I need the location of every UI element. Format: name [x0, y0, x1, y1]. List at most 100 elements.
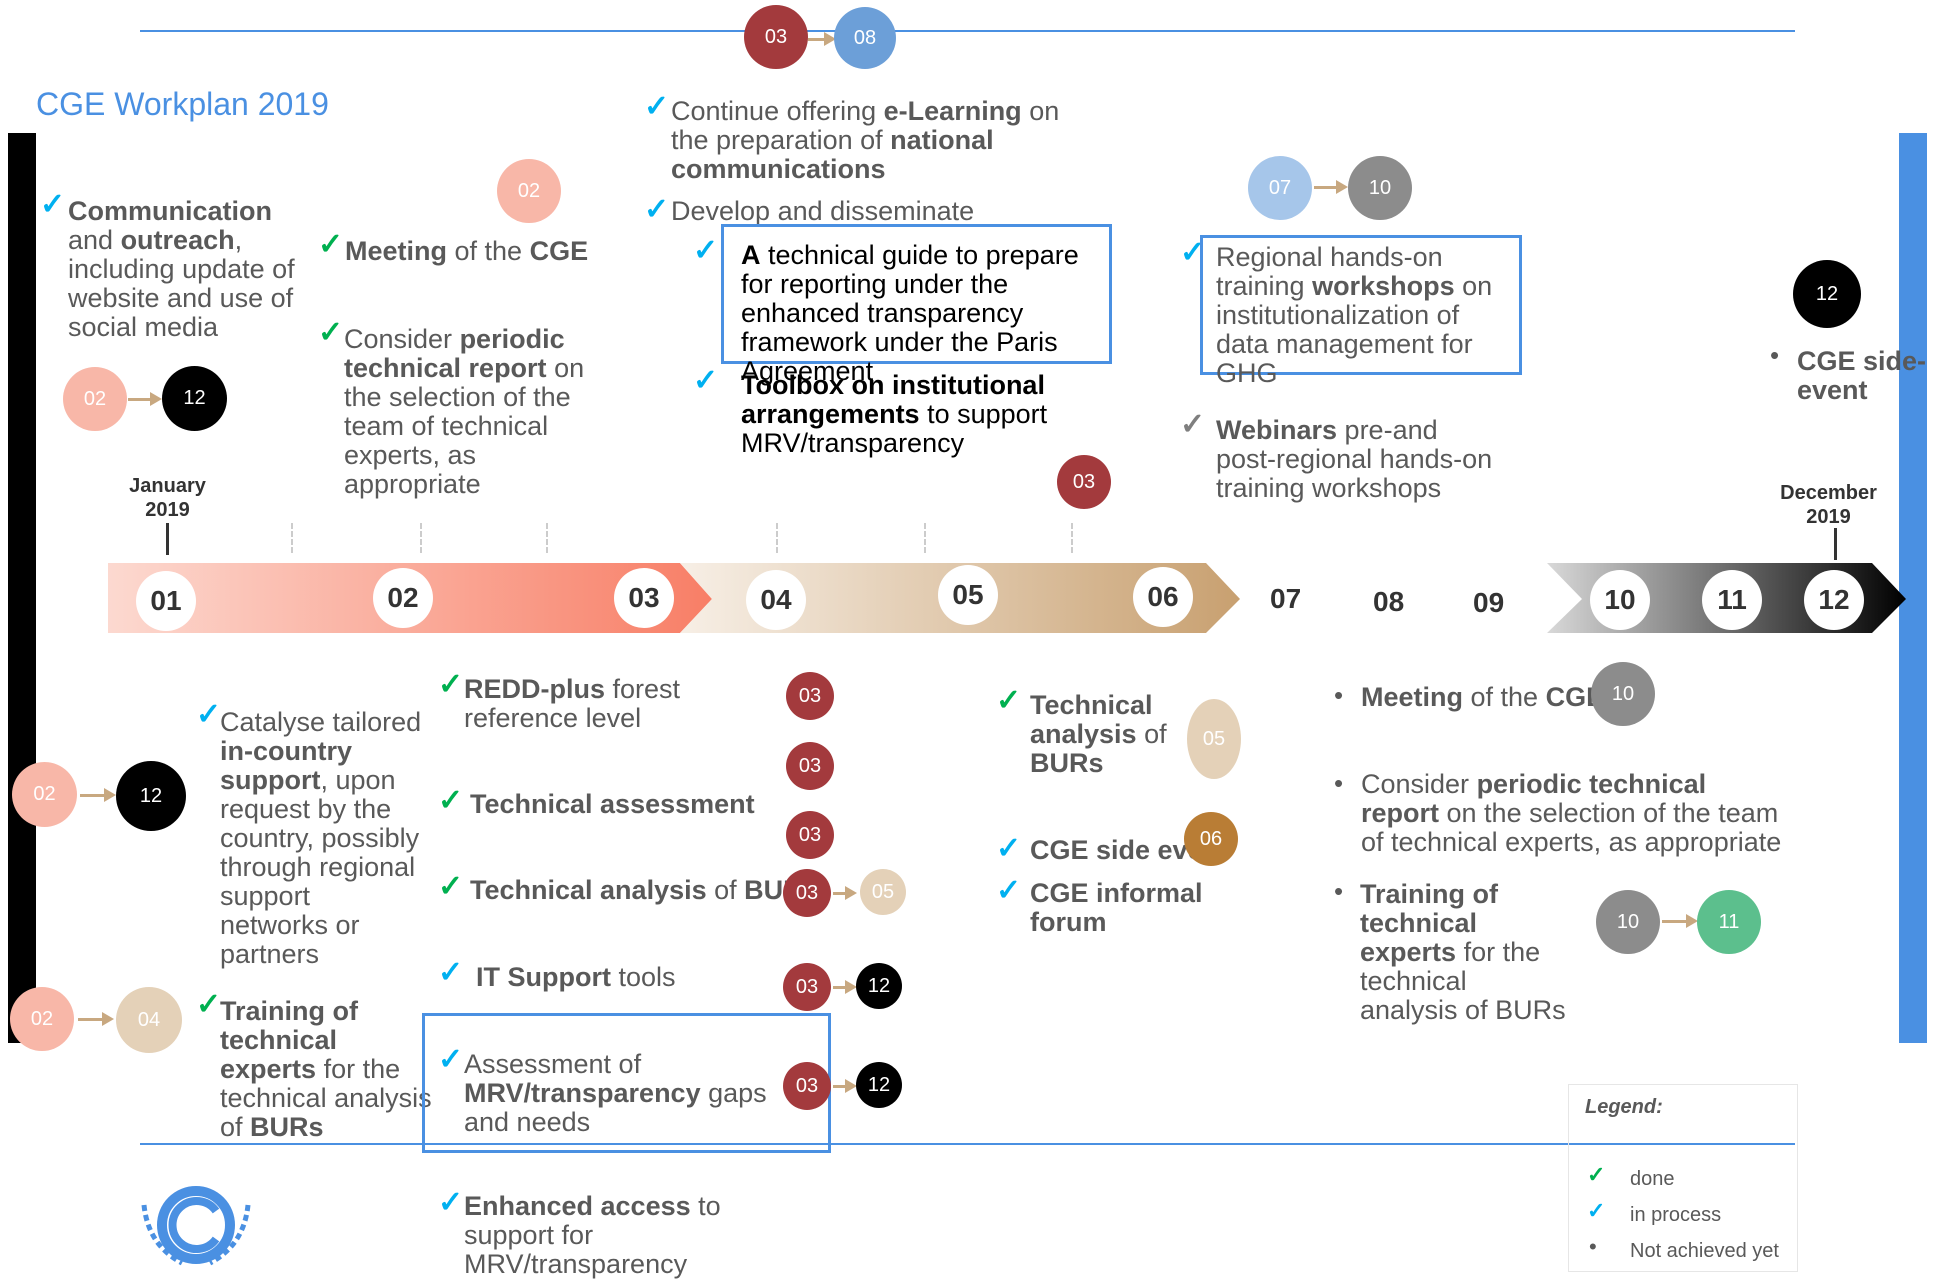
in-process-check-icon: ✓ [438, 1043, 464, 1076]
top-badge-from: 03 [744, 5, 808, 69]
in-process-check-icon: ✓ [644, 193, 670, 226]
meeting-r-badge: 10 [1591, 662, 1655, 726]
timeline-start-label: January 2019 [129, 475, 206, 521]
done-check-icon: ✓ [318, 316, 344, 349]
in-process-check-icon: ✓ [693, 364, 719, 397]
start-tick [166, 523, 169, 555]
month-marker: 02 [373, 568, 433, 628]
develop-text: Develop and disseminate [671, 196, 975, 226]
it-badge-to: 12 [856, 963, 902, 1009]
bullet-dot: • [1770, 340, 1780, 370]
webinars-text: Webinars pre-and post-regional hands-on … [1216, 415, 1493, 503]
mrv-text: Assessment of MRV/transparency gaps and … [464, 1049, 767, 1137]
done-check-icon: ✓ [996, 684, 1022, 717]
done-check-icon: ✓ [438, 870, 464, 903]
mrv-badge-arrow [833, 1079, 857, 1093]
meeting-text: Meeting of the CGE [345, 236, 589, 266]
top-divider [140, 30, 1795, 32]
regional-box [1200, 235, 1522, 375]
training-r-text: Training of technical experts for the te… [1360, 879, 1566, 1025]
regional-badge-to: 10 [1348, 156, 1412, 220]
catalyse-badge-to: 12 [116, 761, 186, 831]
training-r-badge-from: 10 [1596, 890, 1660, 954]
tick-dash [924, 523, 926, 553]
month-marker: 07 [1270, 583, 1302, 614]
month-marker: 12 [1804, 570, 1864, 630]
month-marker: 03 [614, 568, 674, 628]
tech-burs-text: Technical analysis of BURs [1030, 690, 1167, 778]
in-process-check-icon: ✓ [196, 698, 222, 731]
bottom-divider [140, 1143, 1795, 1145]
analysis-text: Technical analysis of BURs [470, 875, 818, 905]
month-marker: 10 [1590, 570, 1650, 630]
left-black-bar [8, 133, 36, 1043]
side-event-text: CGE side-event [1797, 346, 1927, 405]
periodic-r-text: Consider periodic technical report on th… [1361, 769, 1782, 857]
page-title: CGE Workplan 2019 [36, 86, 329, 122]
legend-title: Legend: [1585, 1096, 1663, 1118]
communication-badge-from: 02 [63, 367, 127, 431]
elearning-text: Continue offering e-Learning on the prep… [671, 96, 1060, 184]
catalyse-badge-from: 02 [12, 762, 77, 827]
in-process-check-icon: ✓ [40, 188, 66, 221]
training-left-badge-to: 04 [116, 987, 182, 1053]
in-process-check-icon: ✓ [693, 234, 719, 267]
analysis-badge-arrow [833, 886, 857, 900]
done-check-icon: ✓ [196, 988, 222, 1021]
tick-dash [776, 523, 778, 553]
month-marker: 04 [746, 570, 806, 630]
forum-text: CGE informal forum [1030, 878, 1203, 937]
regional-badge-from: 07 [1248, 156, 1312, 220]
assessment-badge: 03 [786, 811, 834, 859]
bullet-dot: • [1334, 680, 1344, 710]
month-marker: 08 [1373, 586, 1405, 617]
training-left-badge-from: 02 [10, 987, 74, 1051]
communication-badge-arrow [128, 392, 162, 406]
top-badge-arrow [808, 32, 836, 46]
cge-side-badge: 06 [1184, 812, 1238, 866]
in-process-check-icon: ✓ [644, 90, 670, 123]
guide-box [721, 224, 1112, 364]
month-marker: 09 [1473, 587, 1505, 618]
end-tick [1834, 528, 1837, 560]
assessment-badge: 03 [786, 742, 834, 790]
legend-done: done [1630, 1168, 1675, 1190]
toolbox-text: Toolbox on institutional arrangements to… [741, 370, 1048, 458]
mrv-badge-from: 03 [783, 1062, 831, 1110]
meeting-badge: 02 [497, 159, 561, 223]
regional-badge-arrow [1314, 180, 1348, 194]
done-check-icon: ✓ [438, 784, 464, 817]
tick-dash [420, 523, 422, 553]
tech-burs-badge: 05 [1187, 699, 1241, 779]
bullet-dot: • [1334, 876, 1344, 906]
in-process-check-icon: ✓ [438, 956, 464, 989]
mrv-badge-to: 12 [856, 1062, 902, 1108]
legend-not-achieved: Not achieved yet [1630, 1240, 1779, 1262]
in-process-check-icon: ✓ [1587, 1198, 1606, 1223]
redd-text: REDD-plus forest reference level [464, 674, 681, 733]
in-process-check-icon: ✓ [996, 874, 1022, 907]
unfccc-logo [141, 1186, 251, 1266]
done-check-icon: ✓ [1587, 1162, 1606, 1187]
tick-dash [1071, 523, 1073, 553]
side-event-badge: 12 [1793, 260, 1861, 328]
analysis-badge-to: 05 [860, 869, 906, 915]
right-blue-bar [1899, 133, 1927, 1043]
training-r-badge-arrow [1662, 914, 1698, 928]
timeline-end-label: December 2019 [1780, 482, 1877, 528]
assessment-text: Technical assessment [470, 789, 755, 819]
regional-text: Regional hands-on training workshops on … [1216, 242, 1493, 388]
tick-dash [546, 523, 548, 553]
it-text: IT Support tools [476, 962, 676, 992]
enhanced-text: Enhanced access to support for MRV/trans… [464, 1191, 721, 1279]
training-left-text: Training of technical experts for the te… [220, 996, 432, 1142]
analysis-badge-from: 03 [783, 869, 831, 917]
month-marker: 05 [938, 565, 998, 625]
redd-badge: 03 [786, 672, 834, 720]
training-left-badge-arrow [78, 1012, 114, 1026]
periodic-text: Consider periodic technical report on th… [344, 324, 585, 499]
tick-dash [291, 523, 293, 553]
month-marker: 06 [1133, 567, 1193, 627]
done-check-icon: ✓ [438, 668, 464, 701]
bullet-dot: • [1334, 768, 1344, 798]
